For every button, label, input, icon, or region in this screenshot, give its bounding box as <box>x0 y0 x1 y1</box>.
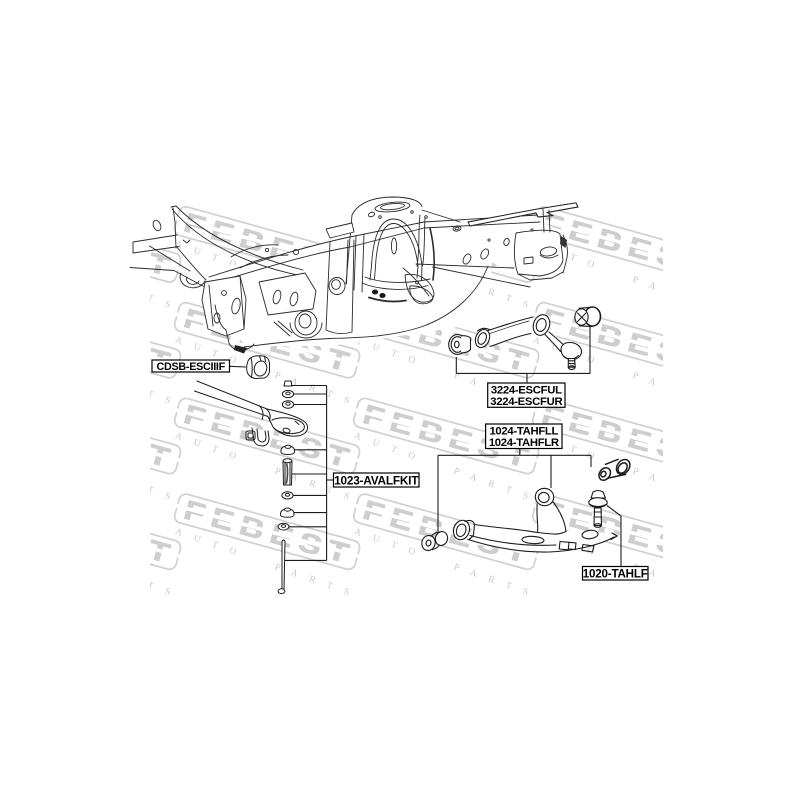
svg-text:1024-TAHFLL: 1024-TAHFLL <box>489 425 558 437</box>
svg-text:1020-TAHLF: 1020-TAHLF <box>583 567 648 580</box>
svg-text:CDSB-ESCIIIF: CDSB-ESCIIIF <box>157 361 226 373</box>
svg-text:1024-TAHFLR: 1024-TAHFLR <box>489 437 559 449</box>
svg-text:1023-AVALFKIT: 1023-AVALFKIT <box>334 473 419 487</box>
svg-text:3224-ESCFUR: 3224-ESCFUR <box>490 396 562 408</box>
svg-text:3224-ESCFUL: 3224-ESCFUL <box>491 384 562 396</box>
